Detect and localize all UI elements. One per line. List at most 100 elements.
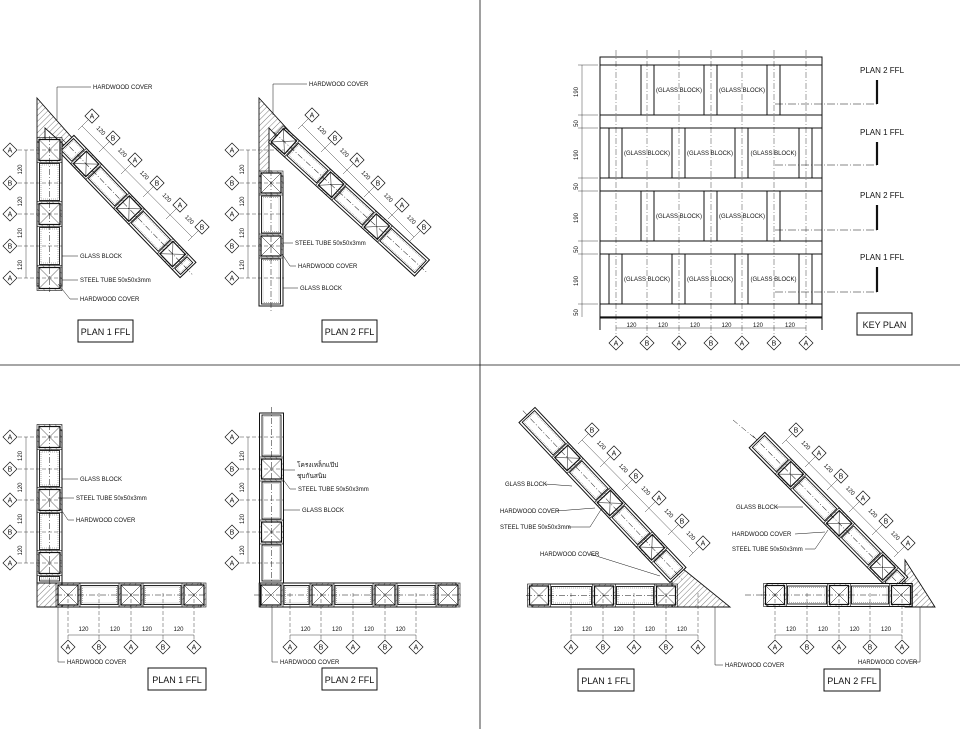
grid-tick [120, 163, 132, 175]
grid-bubble-frame [127, 152, 143, 168]
label: STEEL TUBE 50x50x3mm [76, 496, 147, 502]
grid-bubble [224, 524, 240, 540]
grid-label: B [8, 530, 13, 537]
dimension-text: 120 [800, 440, 812, 452]
grid-bubble [563, 639, 579, 655]
grid-label: A [178, 203, 183, 210]
dimension-text: 120 [881, 627, 892, 633]
grid-label: A [614, 341, 619, 348]
grid-bubble-frame [855, 490, 871, 506]
grid-label: A [400, 203, 405, 210]
grid-bubble [2, 142, 18, 158]
grid-label: B [794, 428, 799, 435]
dimension-text: 120 [18, 450, 24, 461]
grid-label: A [677, 341, 682, 348]
dimension-text: 120 [721, 323, 732, 329]
grid-label: B [97, 645, 102, 652]
grid-tick [871, 524, 883, 536]
key-plan-glass-block [779, 190, 823, 242]
label: STEEL TUBE 50x50x3mm [298, 487, 369, 493]
dimension-text: 120 [316, 125, 328, 137]
section-mark-label: PLAN 2 FFL [860, 191, 905, 200]
grid-label: A [230, 561, 235, 568]
grid-bubble [224, 492, 240, 508]
grid-bubble: B [878, 513, 894, 529]
vertical-wall [36, 424, 63, 589]
grid-bubble-frame [878, 513, 894, 529]
grid-label: B [376, 181, 381, 188]
label: GLASS BLOCK [505, 482, 547, 488]
grid-tick [409, 230, 421, 242]
dimension-text: 120 [300, 627, 311, 633]
grid-label: A [230, 435, 235, 442]
glass-block-label: (GLASS BLOCK) [687, 151, 733, 157]
glass-block-inner [381, 230, 425, 272]
grid-label: B [884, 519, 889, 526]
grid-bubble [608, 335, 624, 351]
grid-bubble [224, 175, 240, 191]
grid-bubble-frame [370, 175, 386, 191]
grid-tick [297, 118, 309, 130]
label: HARDWOOD COVER [725, 663, 785, 669]
dimension-text: 120 [338, 148, 350, 160]
grid-label: A [900, 645, 905, 652]
grid-bubble [123, 639, 139, 655]
leader-line [56, 86, 91, 120]
grid-bubble: A [606, 445, 622, 461]
dimension-text: 120 [78, 627, 89, 633]
dimension-text: 120 [360, 170, 372, 182]
grid-bubble [658, 639, 674, 655]
grid-label: A [8, 212, 13, 219]
label: GLASS BLOCK [302, 508, 344, 514]
dimension-text: 120 [405, 215, 417, 227]
label: HARDWOOD COVER [298, 264, 358, 270]
dimension-text: 50 [574, 246, 580, 253]
grid-label: B [200, 225, 205, 232]
key-plan-glass-block [747, 127, 800, 179]
key-plan-glass-block [811, 127, 823, 179]
grid-bubble-frame [651, 490, 667, 506]
key-plan-glass-block [599, 253, 610, 305]
plan-title: PLAN 1 FFL [581, 676, 631, 686]
grid-tick [826, 479, 838, 491]
grid-label: A [351, 645, 356, 652]
steel-tube-cross [597, 502, 623, 504]
grid-label: A [804, 341, 809, 348]
grid-bubble [224, 206, 240, 222]
label: GLASS BLOCK [300, 286, 342, 292]
vertical-wall [259, 407, 284, 589]
grid-bubble: A [695, 535, 711, 551]
grid-bubble: B [194, 219, 210, 235]
grid-bubble-frame [811, 445, 827, 461]
dimension-text: 120 [240, 259, 246, 270]
grid-label: A [657, 496, 662, 503]
grid-bubble-frame [628, 468, 644, 484]
dimension-text: 120 [690, 323, 701, 329]
grid-bubble: A [84, 108, 100, 124]
grid-label: B [805, 645, 810, 652]
grid-label: B [664, 645, 669, 652]
grid-bubble [224, 555, 240, 571]
dimension-text: 190 [574, 149, 580, 160]
label: HARDWOOD COVER [80, 297, 140, 303]
dimension-text: 120 [18, 482, 24, 493]
plan-title-box [321, 319, 378, 343]
diagonal-wall [748, 431, 909, 594]
grid-label: B [839, 474, 844, 481]
grid-bubble [377, 639, 393, 655]
centerline [273, 131, 427, 273]
grid-bubble-frame [105, 130, 121, 146]
dimension-text: 120 [677, 627, 688, 633]
diagonal-wall [267, 125, 431, 277]
grid-label: B [333, 136, 338, 143]
horizontal-wall [526, 583, 678, 608]
key-plan-glass-block [811, 253, 823, 305]
grid-bubble: A [651, 490, 667, 506]
grid-label: B [155, 181, 160, 188]
grid-label: B [590, 428, 595, 435]
dimension-text: 120 [685, 531, 697, 543]
grid-bubble-frame [900, 535, 916, 551]
plan-title-box [577, 668, 635, 692]
dimension-text: 120 [240, 164, 246, 175]
